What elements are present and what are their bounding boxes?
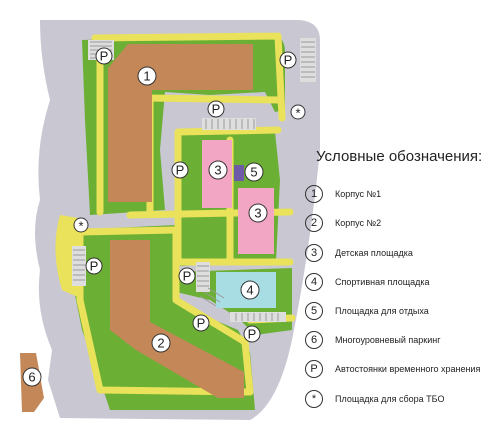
legend-symbol: 6: [305, 331, 323, 349]
legend-label: Корпус №1: [335, 189, 382, 199]
legend-item-building-2: 2 Корпус №2: [305, 212, 381, 234]
legend-label: Корпус №2: [335, 218, 382, 228]
legend-title: Условные обозначения:: [316, 148, 483, 165]
legend-symbol: 5: [305, 302, 323, 320]
svg-text:*: *: [295, 106, 300, 121]
legend-symbol: 3: [305, 244, 323, 262]
svg-text:5: 5: [250, 165, 257, 180]
building-2: [110, 240, 244, 398]
legend-symbol: 2: [305, 214, 323, 232]
parking-marker-nw: P: [95, 47, 113, 65]
svg-text:P: P: [212, 102, 221, 117]
parking-lot-west: [72, 246, 86, 286]
svg-text:1: 1: [143, 69, 150, 84]
svg-text:3: 3: [214, 163, 221, 178]
svg-text:P: P: [100, 49, 109, 64]
legend-item-building-1: 1 Корпус №1: [305, 183, 381, 205]
multilevel-parking-marker: 6: [22, 367, 42, 387]
building-2-marker: 2: [151, 333, 171, 353]
legend-item-playground: 3 Детская площадка: [305, 242, 413, 264]
legend-label: Детская площадка: [335, 248, 413, 258]
path-south: [76, 226, 296, 396]
parking-marker-courtyard: P: [171, 161, 189, 179]
legend-item-waste-collection: * Площадка для сбора ТБО: [305, 388, 444, 410]
parking-marker-ne: P: [279, 51, 297, 69]
parking-lot-south: [199, 287, 225, 307]
svg-text:*: *: [78, 219, 83, 234]
legend-item-rest-area: 5 Площадка для отдыха: [305, 300, 429, 322]
legend-label: Площадка для отдыха: [335, 306, 429, 316]
svg-text:2: 2: [157, 336, 164, 351]
legend-label: Спортивная площадка: [335, 277, 430, 287]
parking-lot-east: [196, 262, 286, 322]
legend-label: Автостоянки временного хранения: [335, 364, 481, 374]
svg-text:P: P: [197, 316, 206, 331]
svg-text:P: P: [90, 259, 99, 274]
svg-text:4: 4: [246, 283, 253, 298]
legend-label: Площадка для сбора ТБО: [335, 394, 445, 404]
playground-marker-a: 3: [208, 160, 228, 180]
legend-item-sport-ground: 4 Спортивная площадка: [305, 271, 430, 293]
svg-text:P: P: [248, 327, 257, 342]
parking-marker-southeast: P: [243, 325, 261, 343]
svg-text:6: 6: [28, 370, 35, 385]
parking-marker-center: P: [207, 100, 225, 118]
rest-area: [234, 165, 244, 181]
svg-text:P: P: [284, 53, 293, 68]
parking-marker-east: P: [178, 267, 196, 285]
rest-area-marker: 5: [244, 162, 264, 182]
sport-area-marker: 4: [240, 280, 260, 300]
street-branch: [40, 20, 75, 100]
svg-text:3: 3: [254, 206, 261, 221]
legend-symbol: 4: [305, 273, 323, 291]
waste-marker-west: *: [73, 217, 89, 234]
legend-label: Многоуровневый паркинг: [335, 335, 441, 345]
playground-marker-b: 3: [248, 203, 268, 223]
legend-symbol: P: [305, 360, 323, 378]
parking-lot-center: [202, 118, 256, 130]
svg-text:P: P: [183, 269, 192, 284]
legend-item-temporary-parking: P Автостоянки временного хранения: [305, 358, 480, 380]
waste-marker-east: *: [290, 104, 306, 121]
legend-symbol: *: [305, 390, 323, 408]
parking-lot-ne: [300, 38, 316, 82]
legend-item-multilevel-parking: 6 Многоуровневый паркинг: [305, 329, 441, 351]
parking-marker-south: P: [192, 314, 210, 332]
svg-text:P: P: [176, 163, 185, 178]
parking-marker-west: P: [85, 257, 103, 275]
path-courtyard: [174, 126, 294, 266]
building-1-marker: 1: [137, 66, 157, 86]
legend-symbol: 1: [305, 185, 323, 203]
